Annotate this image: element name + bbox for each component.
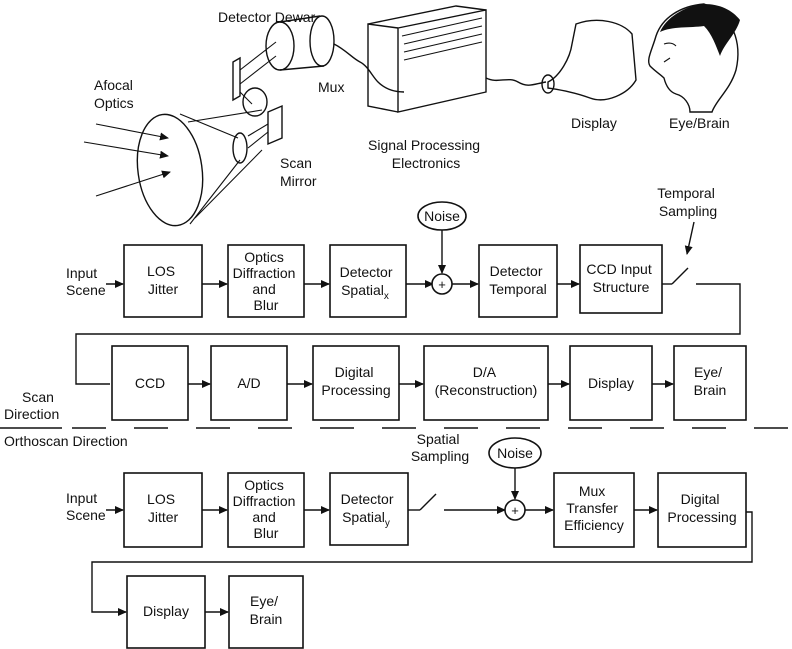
svg-text:Noise: Noise [497, 445, 533, 461]
ortho-detector-spatial-block [329, 472, 409, 546]
svg-text:Display: Display [143, 603, 189, 619]
svg-text:Optics Diffraction: Optics Diffraction and Blur [233, 249, 300, 313]
orthoscan-chain: Orthoscan Direction Input Scene LOS Jitt… [4, 431, 753, 649]
spatial-sampling-switch: Spatial Sampling [408, 431, 506, 514]
svg-text:D/A (Reconstruction): D/A (Reconstruction) [435, 364, 538, 398]
svg-text:LOS Jitter: LOS Jitter [147, 491, 179, 525]
svg-text:A/D: A/D [237, 375, 260, 391]
svg-text:CCD Input Structure: CCD Input Structure [586, 261, 655, 295]
orthoscan-direction-label: Orthoscan Direction [4, 433, 128, 449]
detector-dewar [232, 15, 335, 117]
svg-text:+: + [511, 503, 519, 518]
ortho-wrap-connector [91, 511, 753, 616]
display-monitor [541, 19, 637, 101]
signal-processing-unit [367, 5, 487, 113]
label-display: Display [571, 115, 617, 131]
system-illustration: Detector Dewar Afocal Optics Scan Mirror… [83, 3, 740, 227]
svg-text:+: + [438, 277, 446, 292]
scan-direction-label: Scan Direction [4, 389, 59, 422]
svg-text:Detector Temporal: Detector Temporal [489, 263, 547, 297]
scan-los-jitter-block [123, 244, 203, 318]
label-signal-processing: Signal Processing Electronics [368, 137, 484, 171]
ortho-mux-transfer-block [553, 472, 635, 548]
scan-display-block [569, 345, 653, 421]
incoming-rays [83, 123, 171, 197]
svg-text:Display: Display [588, 375, 634, 391]
scan-chain: Input Scene LOS Jitter Optics Diffractio… [4, 185, 747, 422]
label-mux: Mux [318, 79, 344, 95]
mux-cable [333, 43, 405, 93]
ortho-optics-blur-block [227, 472, 305, 548]
scan-digital-processing-block [312, 345, 400, 421]
ortho-digital-processing-block [657, 472, 747, 548]
svg-text:Noise: Noise [424, 208, 460, 224]
svg-text:Mux Transfer Effic: Mux Transfer Efficiency [564, 483, 624, 533]
svg-text:Eye/ Brain: Eye/ Brain [694, 364, 727, 398]
scan-input-scene: Input Scene [66, 265, 106, 298]
scan-mirror [247, 104, 283, 149]
label-scan-mirror: Scan Mirror [280, 155, 317, 189]
ortho-input-scene: Input Scene [66, 490, 106, 523]
scan-eye-brain-block [673, 345, 747, 421]
viewer-head-icon [647, 3, 740, 113]
svg-text:Detector Spatialx: Detector Spatialx [340, 264, 397, 302]
svg-text:Digital Processing: Digital Processing [667, 491, 736, 525]
ortho-los-jitter-block [123, 472, 203, 548]
scan-detector-spatial-block [329, 244, 407, 318]
svg-text:Optics Diffraction: Optics Diffraction and Blur [233, 477, 300, 541]
scan-ccd-block [111, 345, 189, 421]
display-cable [485, 77, 547, 86]
label-afocal-optics: Afocal Optics [94, 77, 137, 111]
temporal-sampling-switch: Temporal Sampling [75, 185, 741, 385]
scan-da-block [423, 345, 549, 421]
scan-optics-blur-block [227, 244, 305, 318]
label-eye-brain: Eye/Brain [669, 115, 730, 131]
scan-noise-node: Noise + [417, 201, 467, 295]
label-detector-dewar: Detector Dewar [218, 9, 316, 25]
svg-text:Detector Spatialy: Detector Spatialy [341, 491, 398, 529]
scan-ad-block [210, 345, 288, 421]
svg-text:Temporal Sampling: Temporal Sampling [657, 185, 718, 219]
svg-text:Eye/ Brain: Eye/ Brain [250, 593, 283, 627]
ortho-eye-brain-block [228, 575, 304, 649]
svg-text:CCD: CCD [135, 375, 165, 391]
scan-detector-temporal-block [478, 244, 558, 318]
scan-ccd-input-block [579, 244, 663, 314]
afocal-optics-lens [136, 109, 263, 227]
svg-text:Digital Processing: Digital Processing [321, 364, 390, 398]
svg-text:Spatial Sampling: Spatial Sampling [411, 431, 469, 464]
svg-text:LOS Jitter: LOS Jitter [147, 263, 179, 297]
ortho-noise-node: Noise + [488, 437, 542, 521]
